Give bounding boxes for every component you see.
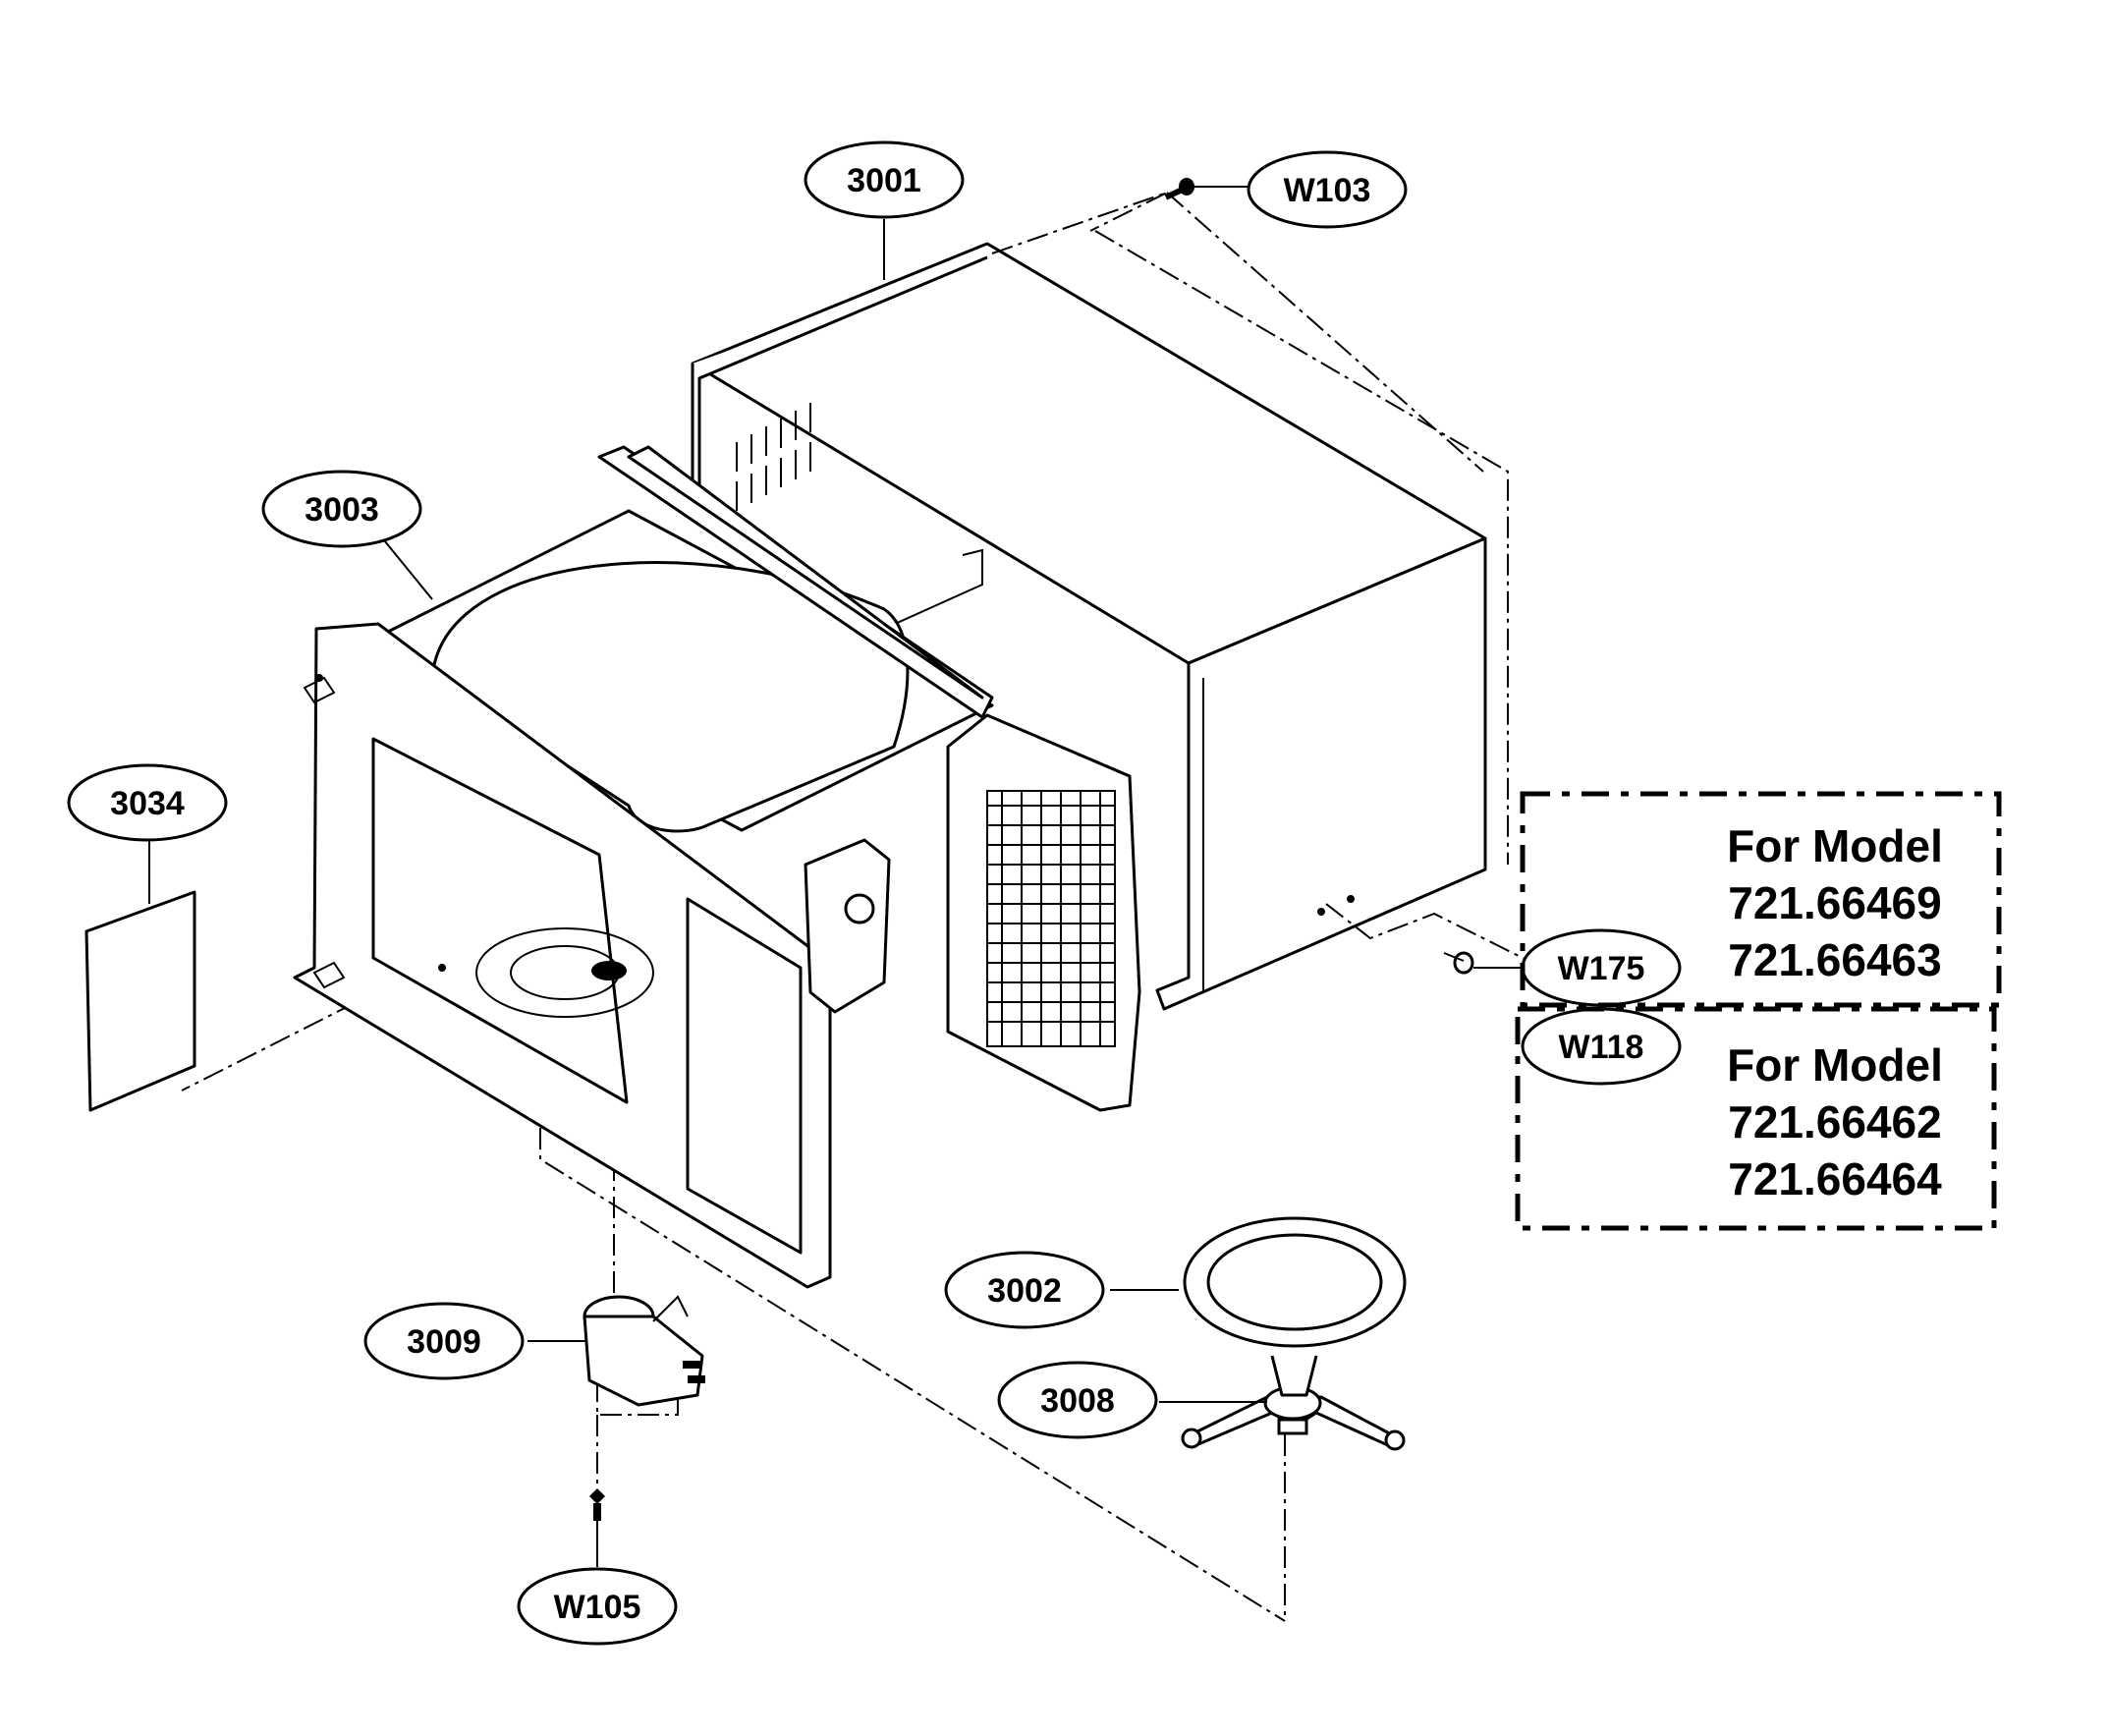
callout-3009-label: 3009 <box>407 1323 481 1361</box>
callout-3001-label: 3001 <box>847 162 921 199</box>
model-box-2: For Model 721.66462 721.66464 <box>1515 1006 1997 1231</box>
screw-w105-part <box>589 1488 605 1521</box>
callout-3002-label: 3002 <box>987 1272 1062 1310</box>
roller-ring-part <box>1181 1355 1406 1451</box>
screw-w103-part <box>1164 178 1194 200</box>
model-box-1-model-b: 721.66463 <box>1728 934 1941 985</box>
callout-w118: W118 <box>1521 1007 1682 1086</box>
oven-cavity-part <box>293 445 1141 1289</box>
callout-3034: 3034 <box>67 763 228 842</box>
callout-3003: 3003 <box>261 470 422 548</box>
callout-w118-label: W118 <box>1559 1029 1644 1066</box>
screw-w175-part <box>1443 951 1474 975</box>
model-box-1-heading: For Model <box>1727 820 1943 871</box>
callout-w175: W175 <box>1521 928 1682 1007</box>
turntable-motor-part <box>583 1295 705 1407</box>
callout-w175-label: W175 <box>1558 950 1645 987</box>
model-box-1: For Model 721.66469 721.66463 <box>1520 791 2002 1008</box>
callout-3001: 3001 <box>804 140 965 219</box>
leader-lines <box>148 186 1523 1567</box>
callout-w105: W105 <box>517 1567 678 1646</box>
callout-3008: 3008 <box>997 1361 1158 1439</box>
callout-3002: 3002 <box>944 1251 1105 1329</box>
cavity-vent-grid <box>986 790 1116 1047</box>
case-vent-slots <box>736 403 811 511</box>
model-box-2-model-b: 721.66464 <box>1728 1153 1942 1204</box>
waveguide-cover-part <box>84 890 196 1112</box>
model-box-2-model-a: 721.66462 <box>1728 1096 1941 1148</box>
callout-3008-label: 3008 <box>1040 1382 1115 1420</box>
callout-3034-label: 3034 <box>110 785 185 822</box>
callout-3009: 3009 <box>363 1302 525 1380</box>
glass-tray-part <box>1183 1216 1407 1348</box>
callout-w103-label: W103 <box>1284 172 1371 209</box>
model-box-2-heading: For Model <box>1727 1039 1943 1091</box>
model-box-1-model-a: 721.66469 <box>1728 877 1941 928</box>
callout-w105-label: W105 <box>554 1589 641 1626</box>
callout-w103: W103 <box>1247 150 1408 229</box>
callout-3003-label: 3003 <box>305 491 379 529</box>
